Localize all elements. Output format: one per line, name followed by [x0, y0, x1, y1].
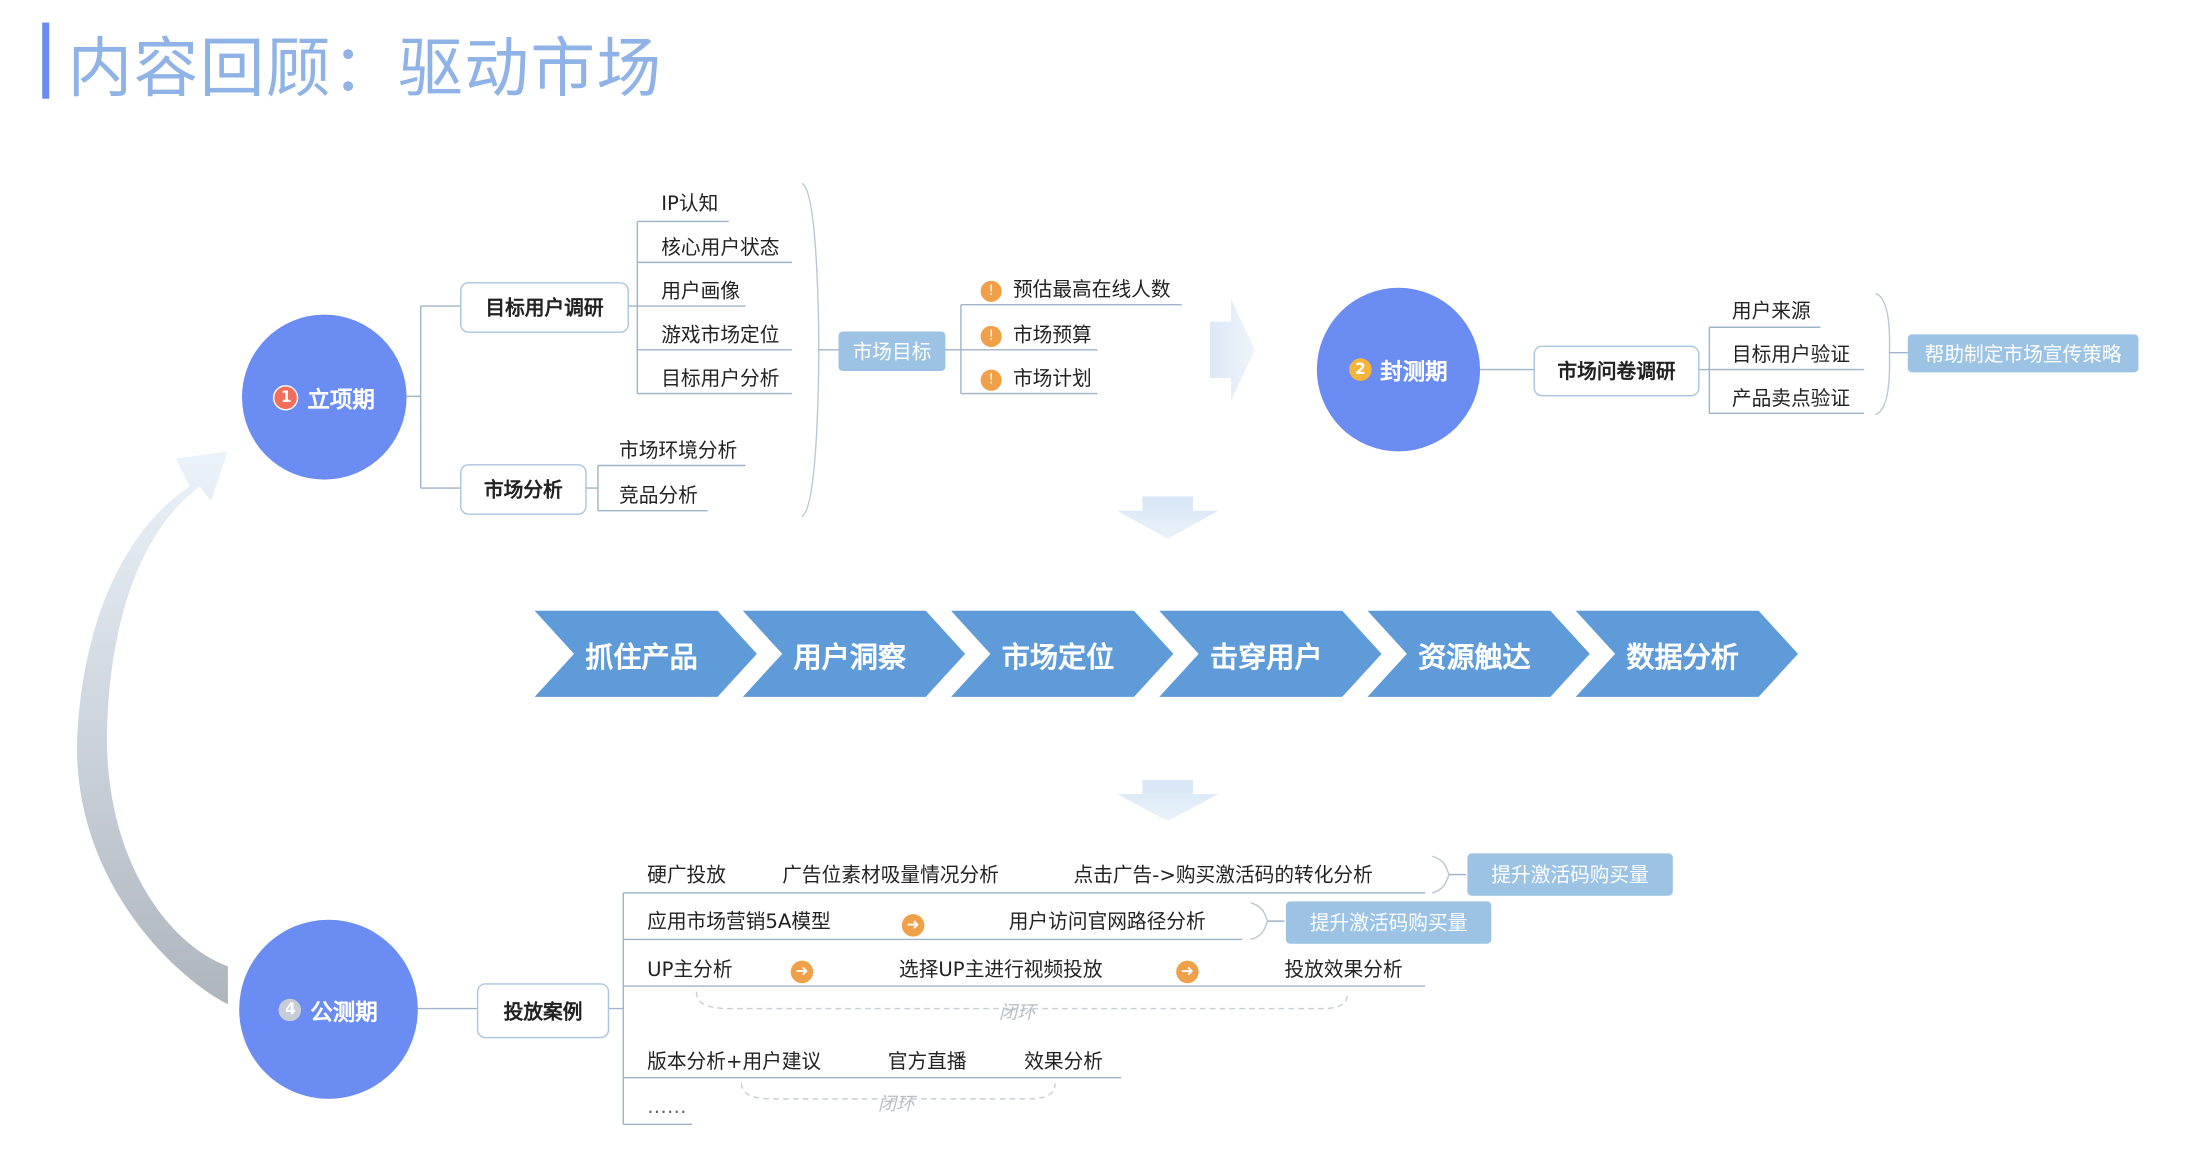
phase4-circle: 4 公测期 — [239, 919, 418, 1099]
leaf-target-user-validation: 目标用户验证 — [1731, 344, 1851, 367]
process-step-4: 击穿用户 — [1209, 640, 1323, 675]
info-icon: ! — [980, 280, 1002, 302]
goal-peak-online: ! 预估最高在线人数 — [980, 275, 1171, 303]
phase2-badge: 2 — [1349, 358, 1372, 381]
row3-up-analysis: UP主分析 — [647, 959, 733, 982]
row3-video-placement: 选择UP主进行视频投放 — [899, 959, 1103, 982]
survey-box: 市场问卷调研 — [1533, 345, 1700, 397]
process-step-6: 数据分析 — [1626, 640, 1739, 675]
loop-label-1: 闭环 — [998, 1002, 1036, 1025]
row5-ellipsis: …… — [647, 1096, 687, 1119]
row1-ad-asset-analysis: 广告位素材吸量情况分析 — [782, 864, 999, 888]
row2-result-tag: 提升激活码购买量 — [1285, 901, 1492, 944]
row4-version-analysis: 版本分析+用户建议 — [647, 1050, 822, 1074]
phase1-circle: 1 立项期 — [241, 314, 407, 480]
row4-effect-analysis: 效果分析 — [1024, 1050, 1104, 1074]
row2-5a-model: 应用市场营销5A模型 — [647, 911, 831, 934]
user-research-box: 目标用户调研 — [460, 282, 629, 333]
down-arrow-icon — [1117, 780, 1219, 821]
leaf-market-environment: 市场环境分析 — [619, 440, 738, 463]
process-step-3: 市场定位 — [1001, 640, 1115, 675]
loop-label-2: 闭环 — [877, 1094, 915, 1116]
row1-conversion-analysis: 点击广告->购买激活码的转化分析 — [1073, 864, 1373, 888]
phase2-circle: 2 封测期 — [1316, 287, 1481, 452]
page-title: 内容回顾：驱动市场 — [67, 29, 663, 106]
arrow-right-icon: ➜ — [1176, 955, 1199, 984]
goal-peak-online-label: 预估最高在线人数 — [1012, 279, 1171, 302]
process-step-5: 资源触达 — [1418, 640, 1531, 675]
leaf-competitor-analysis: 竞品分析 — [619, 485, 698, 508]
process-chevrons — [534, 610, 1799, 697]
process-chevron — [1575, 610, 1799, 697]
phase2-label: 封测期 — [1380, 358, 1448, 386]
leaf-user-source: 用户来源 — [1731, 300, 1811, 324]
process-chevron — [1159, 610, 1382, 697]
goal-plan: ! 市场计划 — [980, 364, 1092, 392]
row1-hard-ad: 硬广投放 — [647, 864, 726, 888]
right-arrow-icon — [1209, 299, 1255, 401]
market-analysis-box: 市场分析 — [460, 464, 587, 515]
leaf-ip-awareness: IP认知 — [661, 193, 719, 216]
leaf-user-persona: 用户画像 — [661, 280, 741, 304]
process-step-2: 用户洞察 — [793, 640, 907, 675]
strategy-tag: 帮助制定市场宣传策略 — [1907, 334, 2139, 373]
goal-budget: ! 市场预算 — [980, 320, 1092, 348]
cycle-arrow — [77, 451, 228, 1005]
row2-visit-path-analysis: 用户访问官网路径分析 — [1008, 911, 1206, 934]
leaf-target-user-analysis: 目标用户分析 — [661, 368, 780, 391]
arrow-right-icon: ➜ — [790, 955, 814, 984]
process-chevron — [951, 610, 1174, 697]
leaf-selling-point-validation: 产品卖点验证 — [1731, 387, 1851, 411]
placement-case-box: 投放案例 — [476, 983, 610, 1039]
market-goal-tag: 市场目标 — [838, 331, 946, 371]
process-chevron — [534, 610, 757, 697]
info-icon: ! — [980, 325, 1002, 347]
phase1-label: 立项期 — [307, 385, 375, 413]
row3-effect-analysis: 投放效果分析 — [1284, 959, 1403, 982]
goal-budget-label: 市场预算 — [1012, 324, 1092, 348]
phase4-badge: 4 — [279, 998, 302, 1021]
leaf-game-positioning: 游戏市场定位 — [661, 324, 780, 348]
row1-result-tag: 提升激活码购买量 — [1467, 853, 1673, 896]
title-accent-bar — [42, 22, 50, 99]
goal-plan-label: 市场计划 — [1012, 368, 1092, 391]
info-icon: ! — [980, 368, 1002, 391]
process-chevron — [742, 610, 966, 697]
row4-official-live: 官方直播 — [887, 1050, 967, 1074]
process-chevron — [1367, 610, 1590, 697]
arrow-right-icon: ➜ — [901, 908, 925, 937]
leaf-core-user-status: 核心用户状态 — [661, 236, 780, 260]
process-step-1: 抓住产品 — [585, 640, 698, 675]
down-arrow-icon — [1117, 496, 1219, 539]
phase1-badge: 1 — [273, 384, 299, 410]
phase4-label: 公测期 — [310, 998, 378, 1025]
